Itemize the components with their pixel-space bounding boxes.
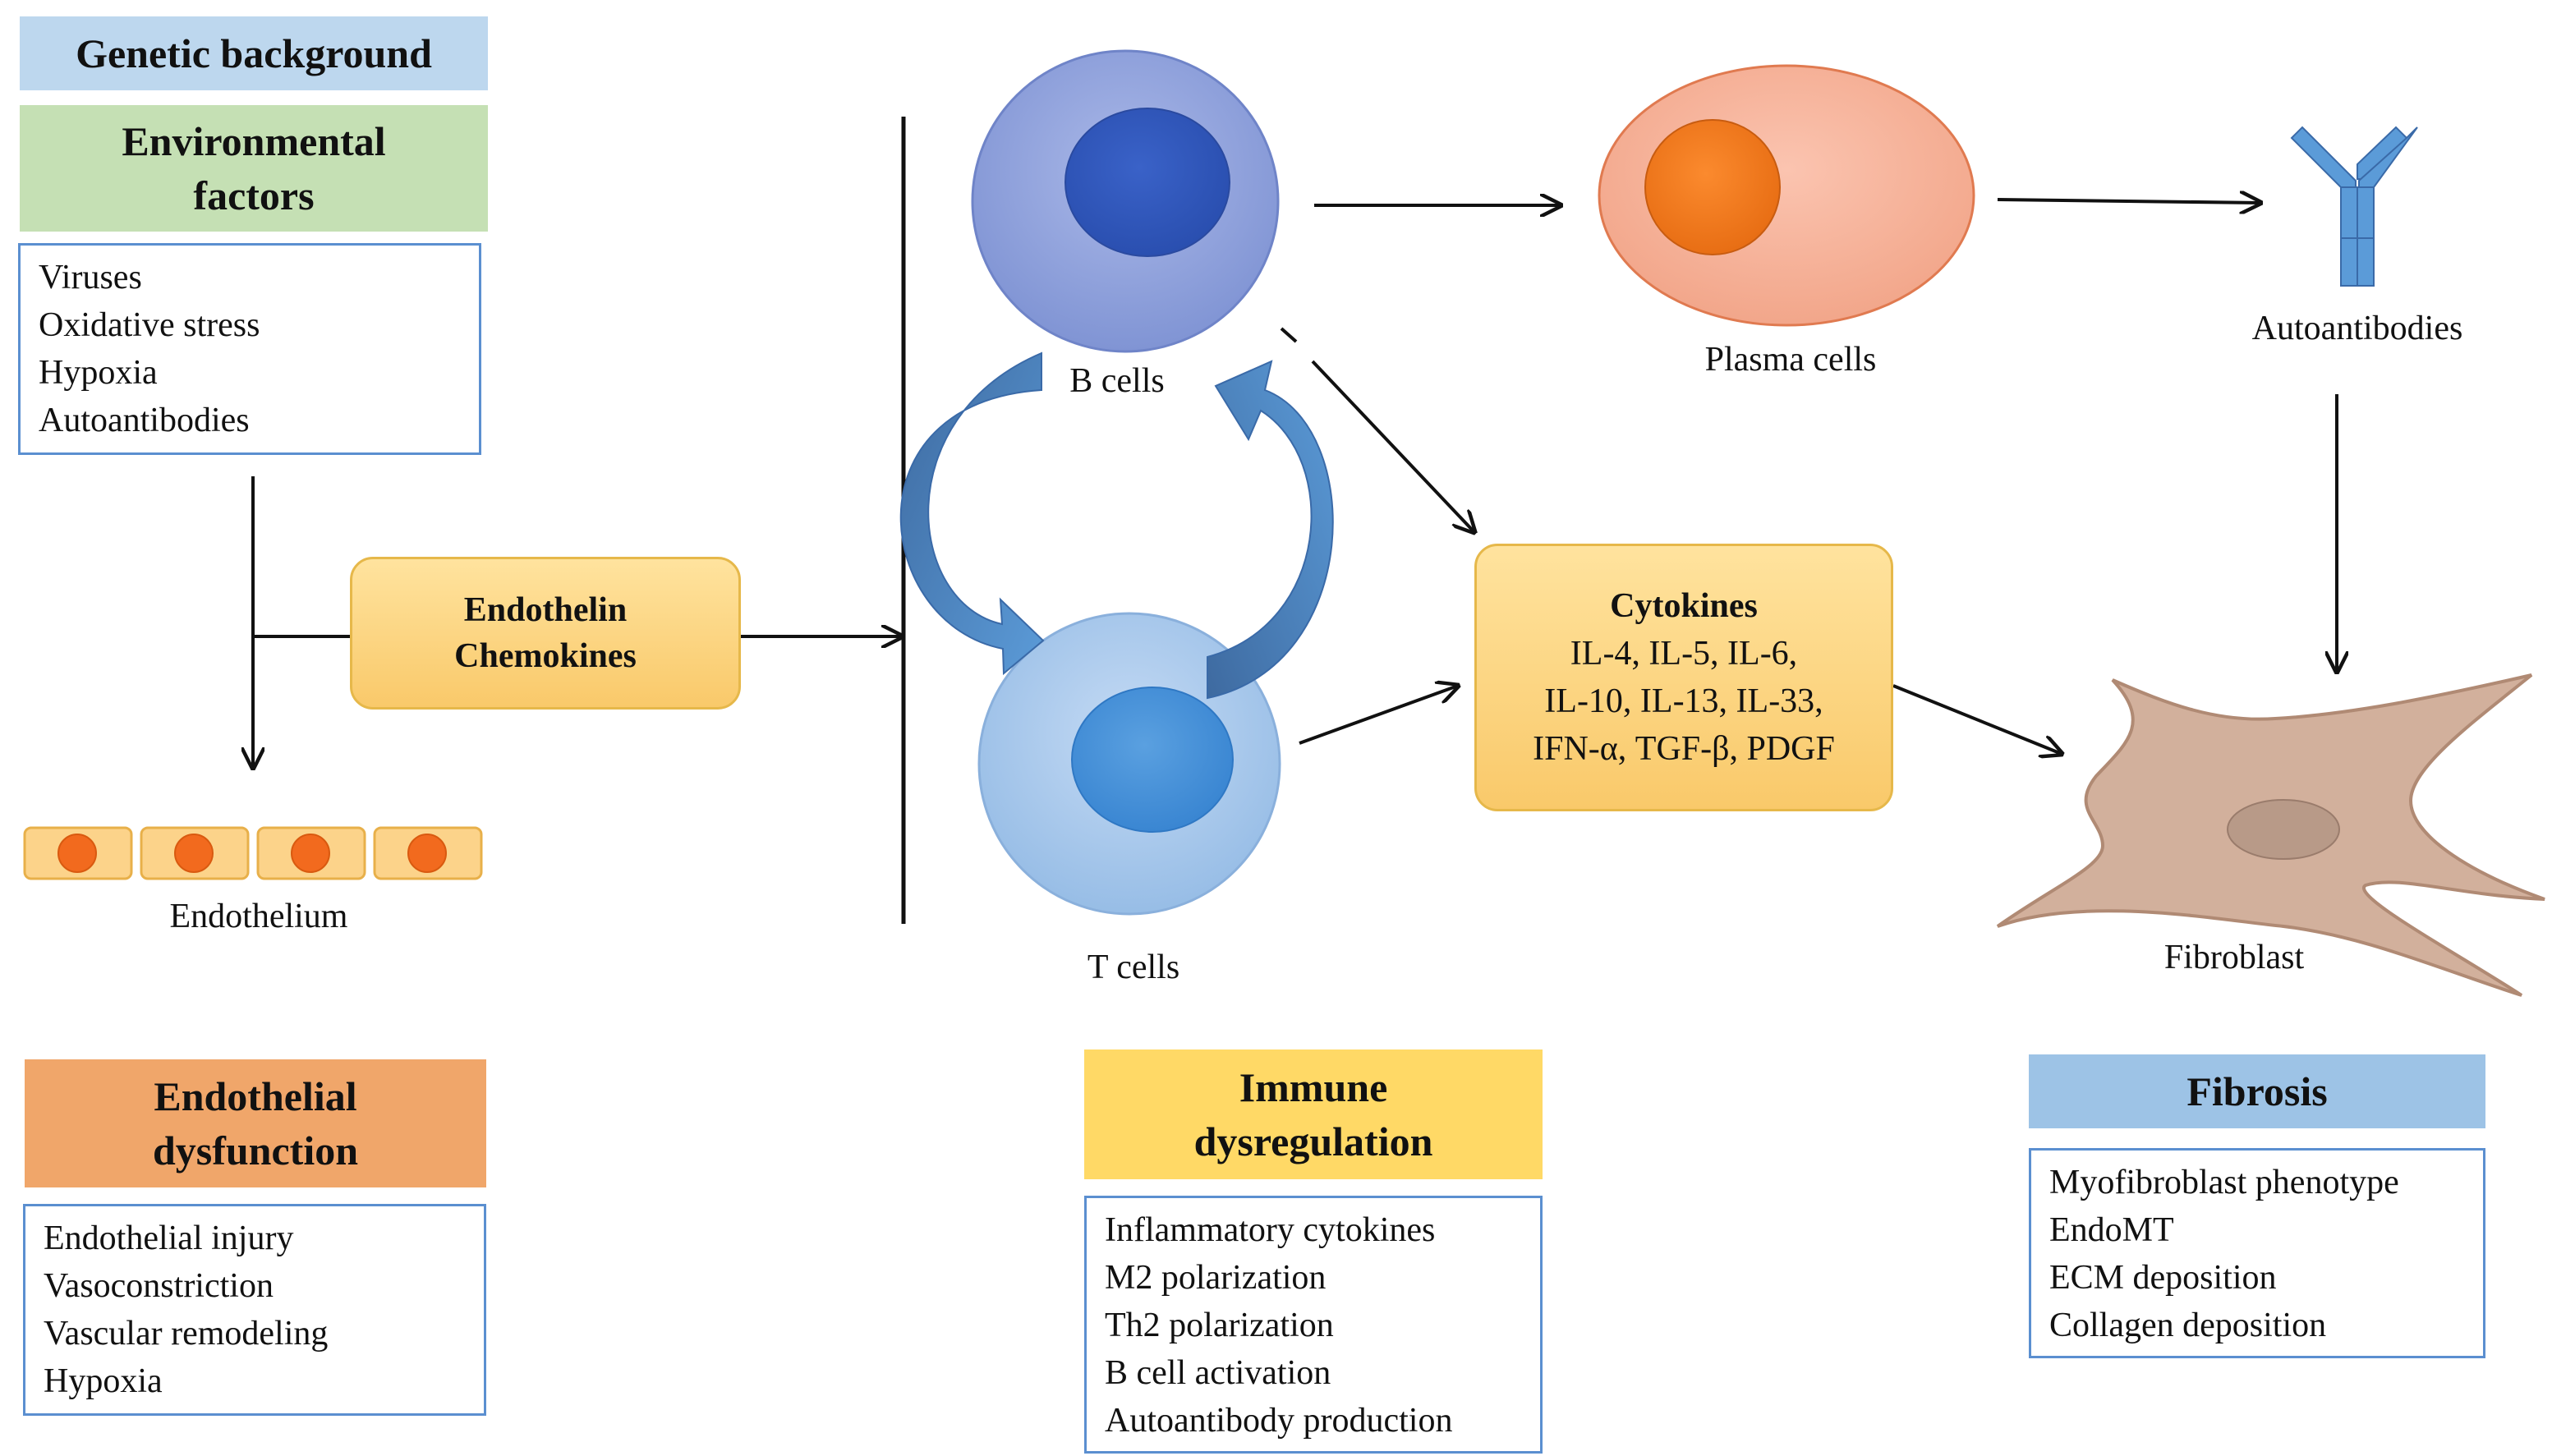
curved-arrow-b-to-t-icon <box>899 351 1045 676</box>
fibroblast-label: Fibroblast <box>2163 939 2305 976</box>
list-item: EndoMT <box>2049 1211 2174 1249</box>
endothelin-chemokines-box: Endothelin Chemokines <box>350 557 741 710</box>
cytokines-line: IL-10, IL-13, IL-33, <box>1544 682 1823 720</box>
chemokines-label: Chemokines <box>454 637 637 675</box>
list-item: Autoantibody production <box>1105 1402 1453 1440</box>
environmental-factors-list: Viruses Oxidative stress Hypoxia Autoant… <box>18 243 481 455</box>
list-item: Vasoconstriction <box>44 1267 274 1305</box>
fibrosis-list: Myofibroblast phenotype EndoMT ECM depos… <box>2029 1148 2485 1358</box>
list-item: Hypoxia <box>44 1362 163 1400</box>
arrow-cytokines-to-fibroblast <box>1892 684 2062 754</box>
list-item: Autoantibodies <box>39 402 250 439</box>
list-item: M2 polarization <box>1105 1259 1327 1297</box>
cytokines-line: IFN-α, TGF-β, PDGF <box>1533 730 1835 768</box>
autoantibodies-label: Autoantibodies <box>2251 310 2463 347</box>
endothelium-label: Endothelium <box>169 898 348 935</box>
arrow-t-to-cytokines <box>1299 686 1458 745</box>
cytokines-line: IL-4, IL-5, IL-6, <box>1570 635 1798 673</box>
b-cells-label: B cells <box>1069 362 1165 400</box>
arrow-b-to-cytokines <box>1280 327 1298 343</box>
endothelin-label: Endothelin <box>463 591 628 629</box>
list-item: Viruses <box>39 259 142 296</box>
t-cells-label: T cells <box>1087 948 1180 986</box>
list-item: Collagen deposition <box>2049 1307 2327 1344</box>
list-item: Vascular remodeling <box>44 1315 329 1353</box>
plasma-cells-label: Plasma cells <box>1704 341 1877 379</box>
arrow-b-to-cytokines <box>1311 360 1474 532</box>
endothelium-cells <box>23 826 483 880</box>
plasma-cell-icon <box>1598 64 1975 327</box>
genetic-background-header: Genetic background <box>20 16 488 90</box>
list-item: Myofibroblast phenotype <box>2049 1164 2399 1201</box>
fibrosis-header: Fibrosis <box>2029 1054 2485 1128</box>
environmental-factors-header: Environmental factors <box>20 105 488 232</box>
endothelial-dysfunction-header: Endothelial dysfunction <box>25 1059 486 1187</box>
cytokines-title: Cytokines <box>1610 587 1758 625</box>
t-cell-icon <box>977 612 1281 916</box>
list-item: Th2 polarization <box>1105 1307 1334 1344</box>
list-item: Hypoxia <box>39 354 158 392</box>
list-item: Inflammatory cytokines <box>1105 1211 1436 1249</box>
b-cell-icon <box>971 49 1280 353</box>
curved-arrow-t-to-b-icon <box>1207 360 1334 700</box>
list-item: Endothelial injury <box>44 1219 294 1257</box>
immune-dysregulation-list: Inflammatory cytokines M2 polarization T… <box>1084 1196 1543 1454</box>
immune-dysregulation-header: Immune dysregulation <box>1084 1050 1543 1179</box>
fibroblast-icon <box>1996 673 2545 997</box>
list-item: B cell activation <box>1105 1354 1331 1392</box>
antibody-icon <box>2290 126 2418 287</box>
endothelial-dysfunction-list: Endothelial injury Vasoconstriction Vasc… <box>23 1204 486 1416</box>
arrow-plasma-to-antibody <box>1997 200 2260 203</box>
list-item: Oxidative stress <box>39 306 260 344</box>
list-item: ECM deposition <box>2049 1259 2277 1297</box>
cytokines-box: Cytokines IL-4, IL-5, IL-6, IL-10, IL-13… <box>1474 544 1893 811</box>
